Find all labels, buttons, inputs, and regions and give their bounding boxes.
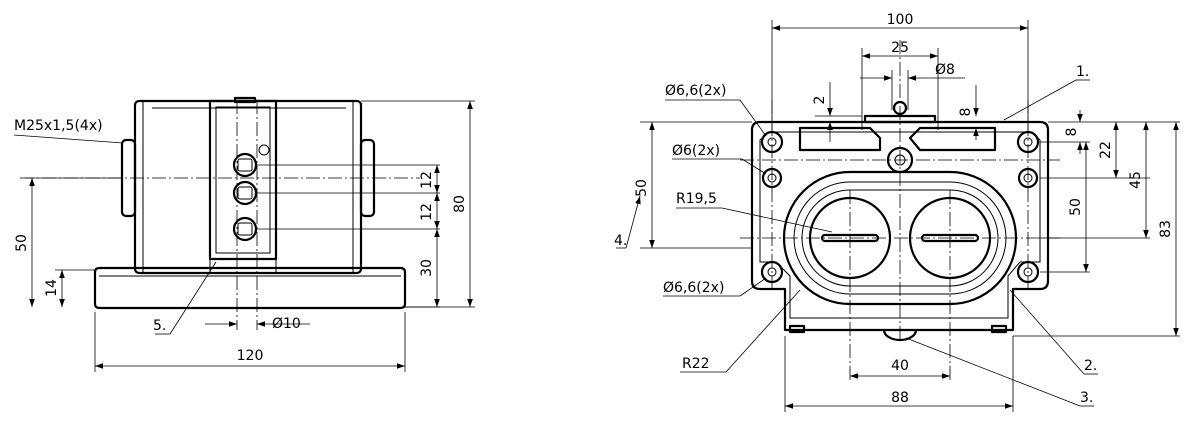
dim-30: 30 bbox=[419, 259, 435, 277]
dim-d8: Ø8 bbox=[935, 62, 955, 78]
base-plate bbox=[93, 266, 407, 310]
mounting-flange bbox=[750, 120, 1050, 332]
dim-50-left: 50 bbox=[14, 234, 30, 252]
label-hole-6: Ø6(2x) bbox=[672, 143, 720, 159]
dim-8-top: 8 bbox=[958, 108, 974, 117]
callout-2: 2. bbox=[1084, 358, 1097, 374]
dim-2: 2 bbox=[812, 96, 828, 105]
dim-100: 100 bbox=[887, 12, 914, 28]
dim-50-right-left: 50 bbox=[634, 179, 650, 197]
dim-50-right: 50 bbox=[1068, 198, 1084, 216]
dim-12-b: 12 bbox=[419, 203, 435, 221]
dim-83: 83 bbox=[1158, 220, 1174, 238]
label-r22: R22 bbox=[682, 356, 710, 372]
dim-40: 40 bbox=[891, 358, 909, 374]
callout-4: 4. bbox=[614, 233, 627, 249]
dim-22: 22 bbox=[1098, 141, 1114, 159]
dim-120: 120 bbox=[237, 348, 264, 364]
callout-3: 3. bbox=[1080, 390, 1093, 406]
label-hole-6-6-bottom: Ø6,6(2x) bbox=[663, 280, 724, 296]
dim-14: 14 bbox=[44, 279, 60, 297]
dim-8-right: 8 bbox=[1064, 128, 1080, 137]
left-side-view: 50 14 M25x1,5(4x) 12 12 30 80 Ø10 120 bbox=[13, 96, 475, 372]
dim-d10: Ø10 bbox=[272, 316, 301, 332]
right-top-view: 100 25 Ø8 2 8 Ø6,6(2x) Ø6(2x) R19,5 Ø6,6… bbox=[614, 12, 1180, 412]
label-r19-5: R19,5 bbox=[676, 191, 717, 207]
label-hole-6-6-top: Ø6,6(2x) bbox=[665, 83, 726, 99]
callout-1: 1. bbox=[1076, 64, 1089, 80]
dim-25: 25 bbox=[891, 40, 909, 56]
thread-label: M25x1,5(4x) bbox=[14, 118, 103, 134]
dim-80: 80 bbox=[452, 195, 468, 213]
callout-5: 5. bbox=[153, 318, 166, 334]
dim-45: 45 bbox=[1128, 171, 1144, 189]
gland-row bbox=[232, 144, 270, 242]
dim-12-a: 12 bbox=[419, 171, 435, 189]
dim-88: 88 bbox=[891, 390, 909, 406]
